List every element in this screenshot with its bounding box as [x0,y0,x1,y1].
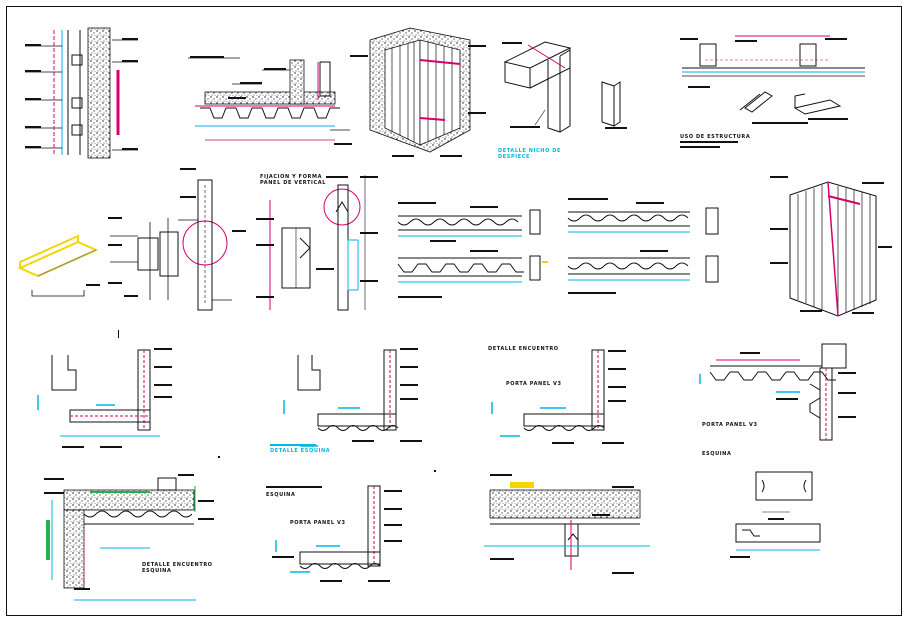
detail-corner-1 [37,348,172,448]
detail-isometric-corner-1 [350,27,486,157]
label-detalle-encuentro-1: DETALLE ENCUENTRO [488,346,559,352]
detail-fijacion-forma [256,175,378,311]
detail-isometric-corner-2 [770,176,892,317]
label-detalle-encuentro-2: DETALLE ENCUENTRO ESQUINA [142,562,213,574]
label-uso-estructura: USO DE ESTRUCTURA [680,134,751,140]
detail-yellow-channel [17,234,100,297]
label-esquina-b: ESQUINA [266,492,296,498]
detail-wall-section-1 [25,27,138,159]
sheet-border [6,6,902,616]
detail-small-profile [730,471,821,558]
detail-panel-profile-4 [567,250,719,294]
label-fijacion-forma: FIJACION Y FORMA PANEL DE VERTICAL [260,174,327,186]
detail-h-section [108,168,246,311]
label-esquina-a: ESQUINA [702,451,732,457]
detail-corner-5 [44,474,214,601]
label-porta-panel-v3-a: PORTA PANEL V3 [506,381,562,387]
label-detalle-nicho: DETALLE NICHO DE DESPIECE [498,148,562,160]
detail-panel-profile-3 [567,198,719,235]
label-porta-panel-v3-b: PORTA PANEL V3 [702,422,758,428]
label-porta-panel-v3-c: PORTA PANEL V3 [290,520,346,526]
detail-corner-4 [699,343,856,441]
detail-slab-section [484,474,650,574]
detail-corner-2 [270,348,422,447]
detail-corner-6 [266,485,402,582]
detail-post-beam [502,41,627,133]
detail-uso-estructura [680,35,865,148]
detail-corner-3 [491,349,626,444]
detail-panel-profile-1 [397,202,541,242]
detail-horizontal-section-1 [188,56,352,145]
small-marks [118,330,436,472]
detail-panel-profile-2 [397,250,548,298]
label-detalle-esquina: DETALLE ESQUINA [270,448,331,454]
